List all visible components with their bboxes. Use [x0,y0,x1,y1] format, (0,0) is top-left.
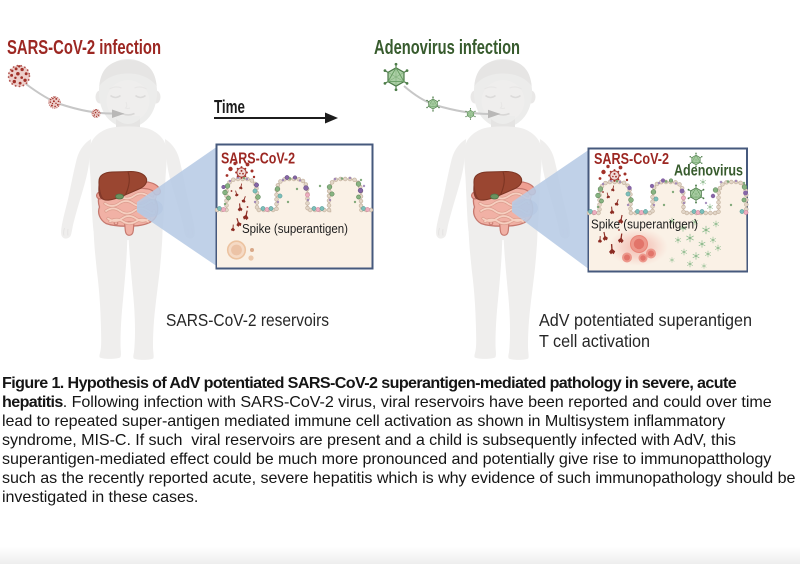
svg-text:SARS-CoV-2 infection: SARS-CoV-2 infection [7,37,161,59]
svg-text:SARS-CoV-2: SARS-CoV-2 [594,151,669,168]
svg-text:Adenovirus: Adenovirus [674,163,743,180]
svg-text:Adenovirus infection: Adenovirus infection [374,37,520,59]
svg-text:Spike (superantigen): Spike (superantigen) [242,221,348,236]
svg-text:Spike (superantigen): Spike (superantigen) [591,217,698,232]
svg-text:SARS-CoV-2 reservoirs: SARS-CoV-2 reservoirs [166,310,329,330]
svg-text:Time: Time [214,97,245,117]
svg-text:T cell activation: T cell activation [539,331,650,351]
svg-text:AdV potentiated superantigen: AdV potentiated superantigen [539,310,752,330]
svg-text:SARS-CoV-2: SARS-CoV-2 [221,151,295,168]
